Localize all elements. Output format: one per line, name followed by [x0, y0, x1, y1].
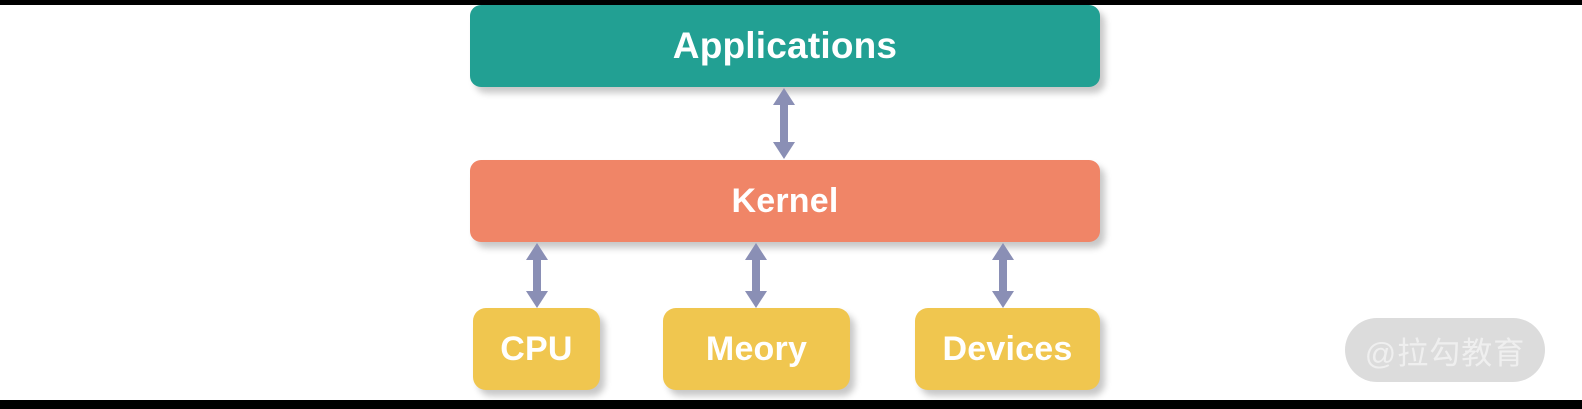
letterbox-bar-bottom — [0, 400, 1582, 409]
watermark-text: @拉勾教育 — [1364, 335, 1526, 371]
node-kernel[interactable]: Kernel — [470, 160, 1100, 242]
node-devices[interactable]: Devices — [915, 308, 1100, 390]
node-memory[interactable]: Meory — [663, 308, 850, 390]
node-applications-label: Applications — [672, 25, 898, 66]
connector-kernel-devices-arrow — [990, 243, 1016, 308]
node-kernel-label: Kernel — [731, 181, 839, 220]
node-cpu-label: CPU — [500, 329, 573, 368]
connector-kernel-memory-arrow — [743, 243, 769, 308]
watermark-badge: @拉勾教育 — [1345, 318, 1545, 382]
connector-kernel-cpu-arrow — [524, 243, 550, 308]
node-cpu[interactable]: CPU — [473, 308, 600, 390]
connector-applications-kernel-arrow — [771, 88, 797, 159]
node-devices-label: Devices — [942, 329, 1073, 368]
node-applications[interactable]: Applications — [470, 5, 1100, 87]
letterbox-bar-top — [0, 0, 1582, 5]
node-memory-label: Meory — [705, 329, 808, 368]
